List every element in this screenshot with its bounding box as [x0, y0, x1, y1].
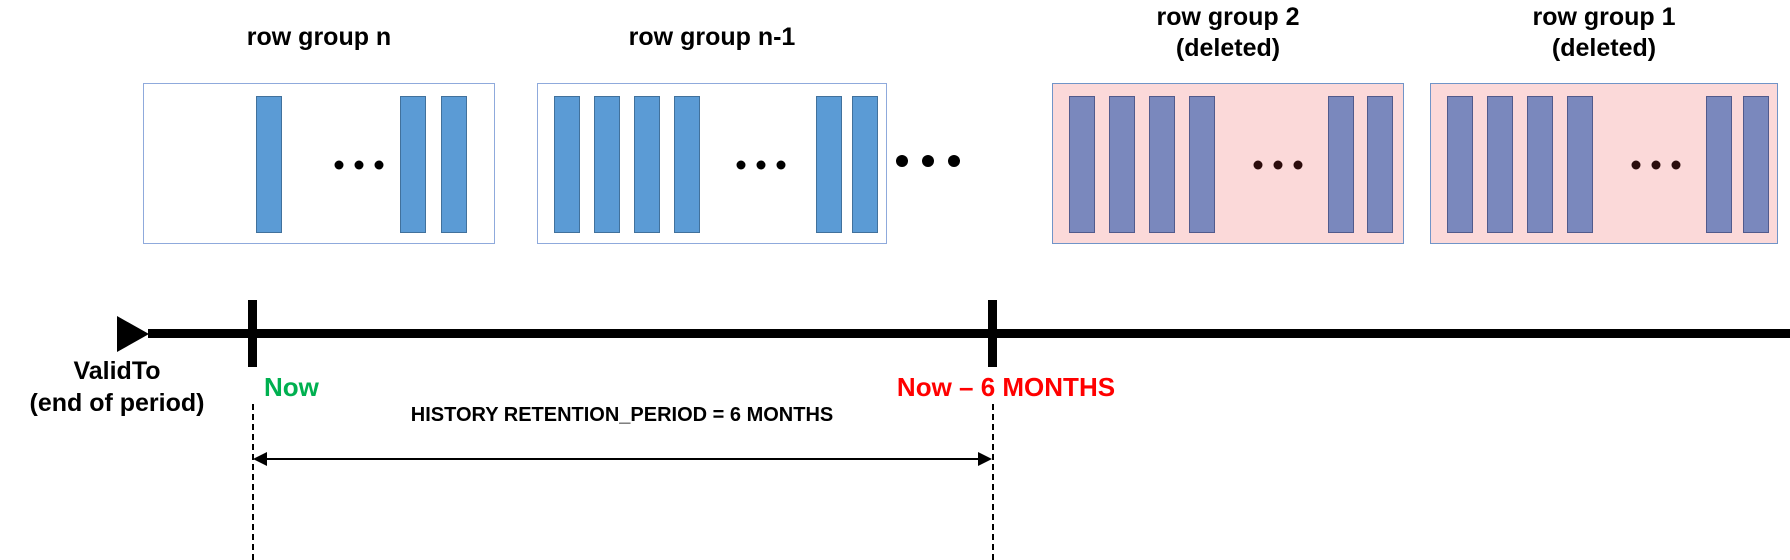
row-group-ellipsis — [334, 160, 384, 170]
retention-arrowhead-right — [978, 452, 992, 466]
retention-guide-left — [252, 404, 254, 560]
row-group-title-1-deleted: row group 1 (deleted) — [1532, 3, 1676, 62]
row-group-box-1-deleted — [1430, 83, 1778, 244]
row-group-bar — [852, 96, 878, 233]
between-groups-ellipsis — [896, 155, 960, 167]
axis-arrowhead-left — [117, 316, 149, 352]
axis-line — [148, 329, 1790, 338]
row-group-bar — [1328, 96, 1354, 233]
row-group-bar — [674, 96, 700, 233]
row-group-bar — [1189, 96, 1215, 233]
axis-tick-now — [248, 300, 257, 367]
row-group-bar — [554, 96, 580, 233]
row-group-bar — [441, 96, 467, 233]
row-group-bar — [1743, 96, 1769, 233]
row-group-box-2-deleted — [1052, 83, 1404, 244]
row-group-bar — [1527, 96, 1553, 233]
row-group-bar — [256, 96, 282, 233]
row-group-bar — [594, 96, 620, 233]
row-group-bar — [634, 96, 660, 233]
retention-arrowhead-left — [253, 452, 267, 466]
row-group-bar — [1109, 96, 1135, 233]
row-group-bar — [1149, 96, 1175, 233]
row-group-ellipsis — [736, 160, 786, 170]
row-group-box-n — [143, 83, 495, 244]
row-group-title-2-deleted: row group 2 (deleted) — [1156, 3, 1300, 62]
axis-label-validto: ValidTo (end of period) — [29, 357, 205, 417]
axis-tick-label-now-minus-6-months: Now – 6 MONTHS — [896, 372, 1116, 402]
row-group-bar — [400, 96, 426, 233]
axis-tick-label-now: Now — [264, 372, 319, 402]
row-group-bar — [1487, 96, 1513, 233]
axis-tick-now-minus-6-months — [988, 300, 997, 367]
row-group-bar — [1706, 96, 1732, 233]
row-group-ellipsis — [1631, 160, 1681, 170]
row-group-bar — [1367, 96, 1393, 233]
retention-span-line — [262, 458, 984, 460]
row-group-box-n-1 — [537, 83, 887, 244]
retention-period-label: HISTORY RETENTION_PERIOD = 6 MONTHS — [410, 404, 834, 426]
row-group-title-n: row group n — [246, 23, 392, 51]
row-group-bar — [1567, 96, 1593, 233]
retention-guide-right — [992, 404, 994, 560]
row-group-bar — [1069, 96, 1095, 233]
row-group-bar — [816, 96, 842, 233]
row-group-ellipsis — [1253, 160, 1303, 170]
row-group-title-n-1: row group n-1 — [628, 23, 796, 51]
row-group-bar — [1447, 96, 1473, 233]
